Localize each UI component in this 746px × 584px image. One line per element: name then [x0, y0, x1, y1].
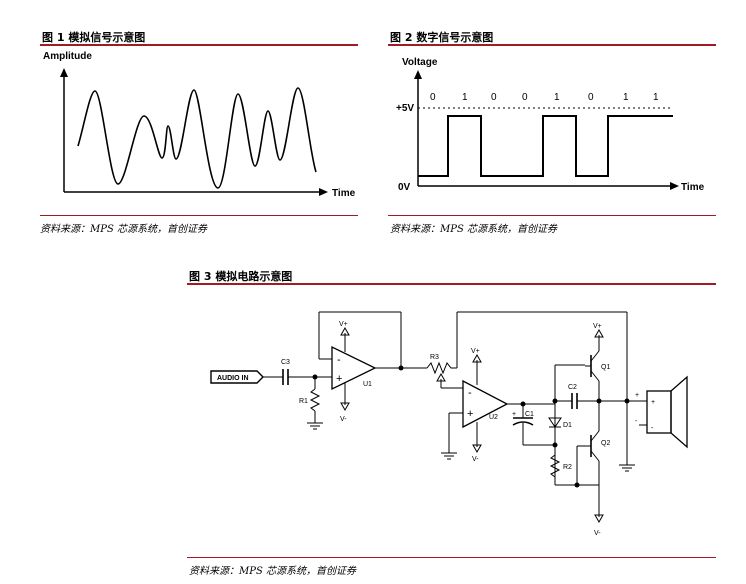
- speaker-plus-inner-label: +: [651, 399, 655, 406]
- figure-1-title: 图 1 模拟信号示意图: [42, 31, 146, 44]
- time-axis-label: Time: [332, 188, 356, 199]
- speaker-minus-inner-label: -: [651, 425, 654, 432]
- figure-1-top-rule: [40, 44, 358, 46]
- q1-label: Q1: [601, 364, 610, 371]
- d1-diode: [548, 417, 562, 428]
- c1-plus-label: +: [512, 411, 516, 418]
- figure-2-top-rule: [388, 44, 716, 46]
- x-axis-arrow: [670, 182, 679, 190]
- figure-2-title: 图 2 数字信号示意图: [390, 31, 494, 44]
- r2-label: R2: [563, 464, 572, 471]
- bit-label: 1: [653, 92, 659, 103]
- y-axis-arrow: [414, 70, 422, 79]
- speaker-plus-label: +: [635, 392, 639, 399]
- u2-plus-label: +: [467, 408, 473, 420]
- bit-label: 0: [430, 92, 436, 103]
- y-axis-arrow: [60, 68, 68, 77]
- r3-label: R3: [430, 354, 439, 361]
- u2-vplus-label: V+: [471, 348, 480, 355]
- figure-2-bottom-rule: [388, 215, 716, 216]
- u2-label: U2: [489, 414, 498, 421]
- u2-vminus-label: V-: [472, 456, 479, 463]
- u1-vminus-label: V-: [340, 416, 347, 423]
- figure-2-source: 资料来源：MPS 芯源系统，首创证券: [390, 224, 557, 235]
- amplitude-axis-label: Amplitude: [43, 51, 92, 62]
- audio-in-connector: [210, 370, 264, 384]
- audio-in-label: AUDIO IN: [217, 375, 249, 382]
- figure-3-bottom-rule: [187, 557, 716, 558]
- low-level-label: 0V: [398, 182, 411, 193]
- c3-label: C3: [281, 359, 290, 366]
- analog-circuit-diagram: AUDIO IN C3 R1 U1 - + V+ V- R3 U2 - + V+…: [210, 311, 688, 537]
- bit-label: 1: [623, 92, 629, 103]
- figure-1-bottom-rule: [40, 215, 358, 216]
- u1-plus-label: +: [336, 373, 342, 385]
- u1-label: U1: [363, 381, 372, 388]
- r2-resistor: [549, 454, 561, 478]
- r3-potentiometer: [426, 361, 457, 375]
- analog-waveform: [77, 87, 317, 189]
- c1-label: C1: [525, 411, 534, 418]
- x-axis-arrow: [319, 188, 328, 196]
- r1-resistor: [309, 388, 321, 412]
- c2-label: C2: [568, 384, 577, 391]
- u2-op-amp: [462, 379, 509, 429]
- q1-vplus-label: V+: [593, 323, 602, 330]
- high-level-label: +5V: [396, 103, 414, 114]
- q2-label: Q2: [601, 440, 610, 447]
- figure-3-top-rule: [187, 283, 716, 285]
- figure-3-source: 资料来源：MPS 芯源系统，首创证券: [189, 566, 356, 577]
- bit-label: 0: [522, 92, 528, 103]
- bit-label: 0: [588, 92, 594, 103]
- r1-label: R1: [299, 398, 308, 405]
- bit-label: 0: [491, 92, 497, 103]
- figure-1-source: 资料来源：MPS 芯源系统，首创证券: [40, 224, 207, 235]
- digital-waveform: [418, 115, 673, 177]
- bit-label: 1: [462, 92, 468, 103]
- digital-signal-diagram: Voltage Time +5V 0V 0 1 0 0 1 0 1 1: [396, 57, 705, 193]
- q2-vminus-label: V-: [594, 530, 601, 537]
- voltage-axis-label: Voltage: [402, 57, 438, 68]
- d1-label: D1: [563, 422, 572, 429]
- u1-minus-label: -: [337, 354, 341, 366]
- time-axis-label: Time: [681, 182, 705, 193]
- u1-vplus-label: V+: [339, 321, 348, 328]
- analog-signal-diagram: Amplitude Time: [43, 51, 356, 199]
- bit-label: 1: [554, 92, 560, 103]
- u1-op-amp: [331, 345, 377, 391]
- figure-3-title: 图 3 模拟电路示意图: [189, 270, 293, 283]
- u2-minus-label: -: [468, 387, 472, 399]
- speaker-minus-label: -: [635, 418, 638, 425]
